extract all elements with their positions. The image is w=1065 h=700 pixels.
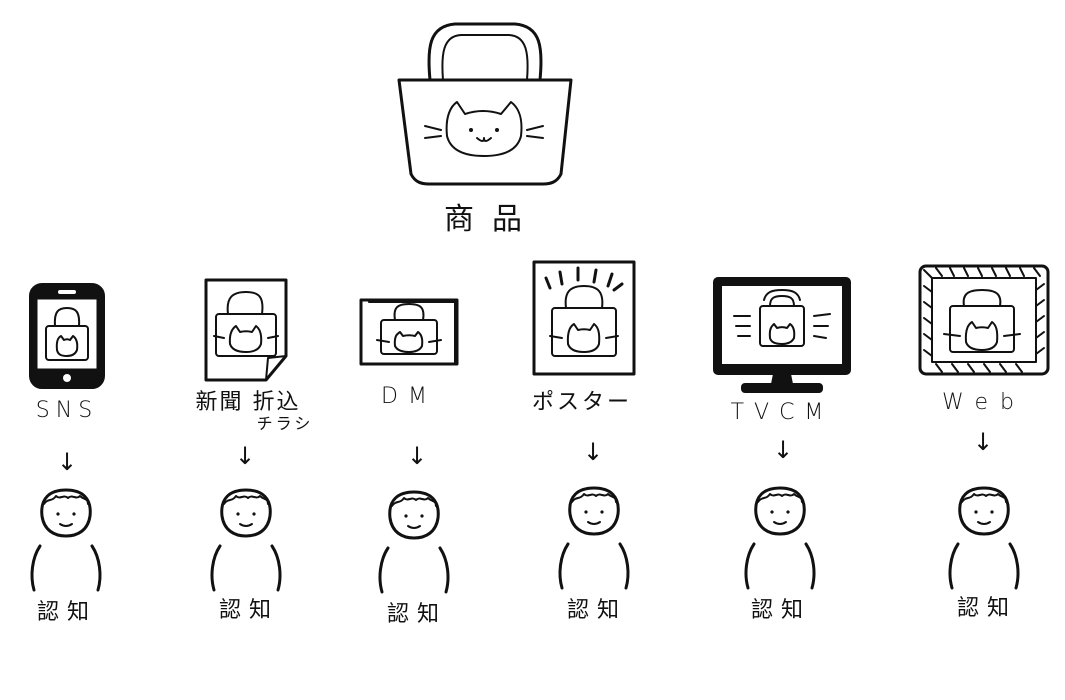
person-icon	[558, 486, 630, 590]
awareness-label: 認知	[36, 600, 97, 625]
channel-label-tvcm: TVCM	[730, 400, 834, 425]
person-icon	[948, 486, 1020, 590]
person-icon	[744, 486, 816, 590]
web-icon	[918, 264, 1050, 376]
tv-icon	[713, 277, 851, 393]
poster-icon	[532, 260, 636, 376]
person-icon	[30, 488, 102, 592]
awareness-label: 認知	[750, 598, 811, 623]
arrow-web: ↓	[972, 428, 994, 456]
awareness-label: 認知	[386, 602, 447, 627]
arrow-dm: ↓	[406, 442, 428, 470]
flyer-icon	[204, 278, 288, 382]
arrow-tvcm: ↓	[772, 436, 794, 464]
person-icon	[210, 488, 282, 592]
channel-label-dm: DM	[381, 384, 437, 409]
channel-label-sns: SNS	[35, 398, 99, 423]
product-label: 商品	[444, 202, 540, 237]
arrow-flyer: ↓	[234, 442, 256, 470]
person-icon	[378, 490, 450, 594]
channel-label-flyer: 新聞 折込	[195, 390, 301, 415]
arrow-poster: ↓	[582, 438, 604, 466]
awareness-label: 認知	[566, 598, 627, 623]
tote-bag-icon	[397, 22, 573, 186]
postcard-icon	[359, 298, 459, 366]
awareness-label: 認知	[956, 596, 1017, 621]
smartphone-icon	[29, 283, 105, 389]
channel-label-web: Web	[942, 390, 1026, 415]
arrow-sns: ↓	[56, 448, 78, 476]
channel-sublabel-flyer: チラシ	[256, 414, 314, 433]
channel-label-poster: ポスター	[531, 390, 632, 415]
awareness-label: 認知	[218, 598, 279, 623]
